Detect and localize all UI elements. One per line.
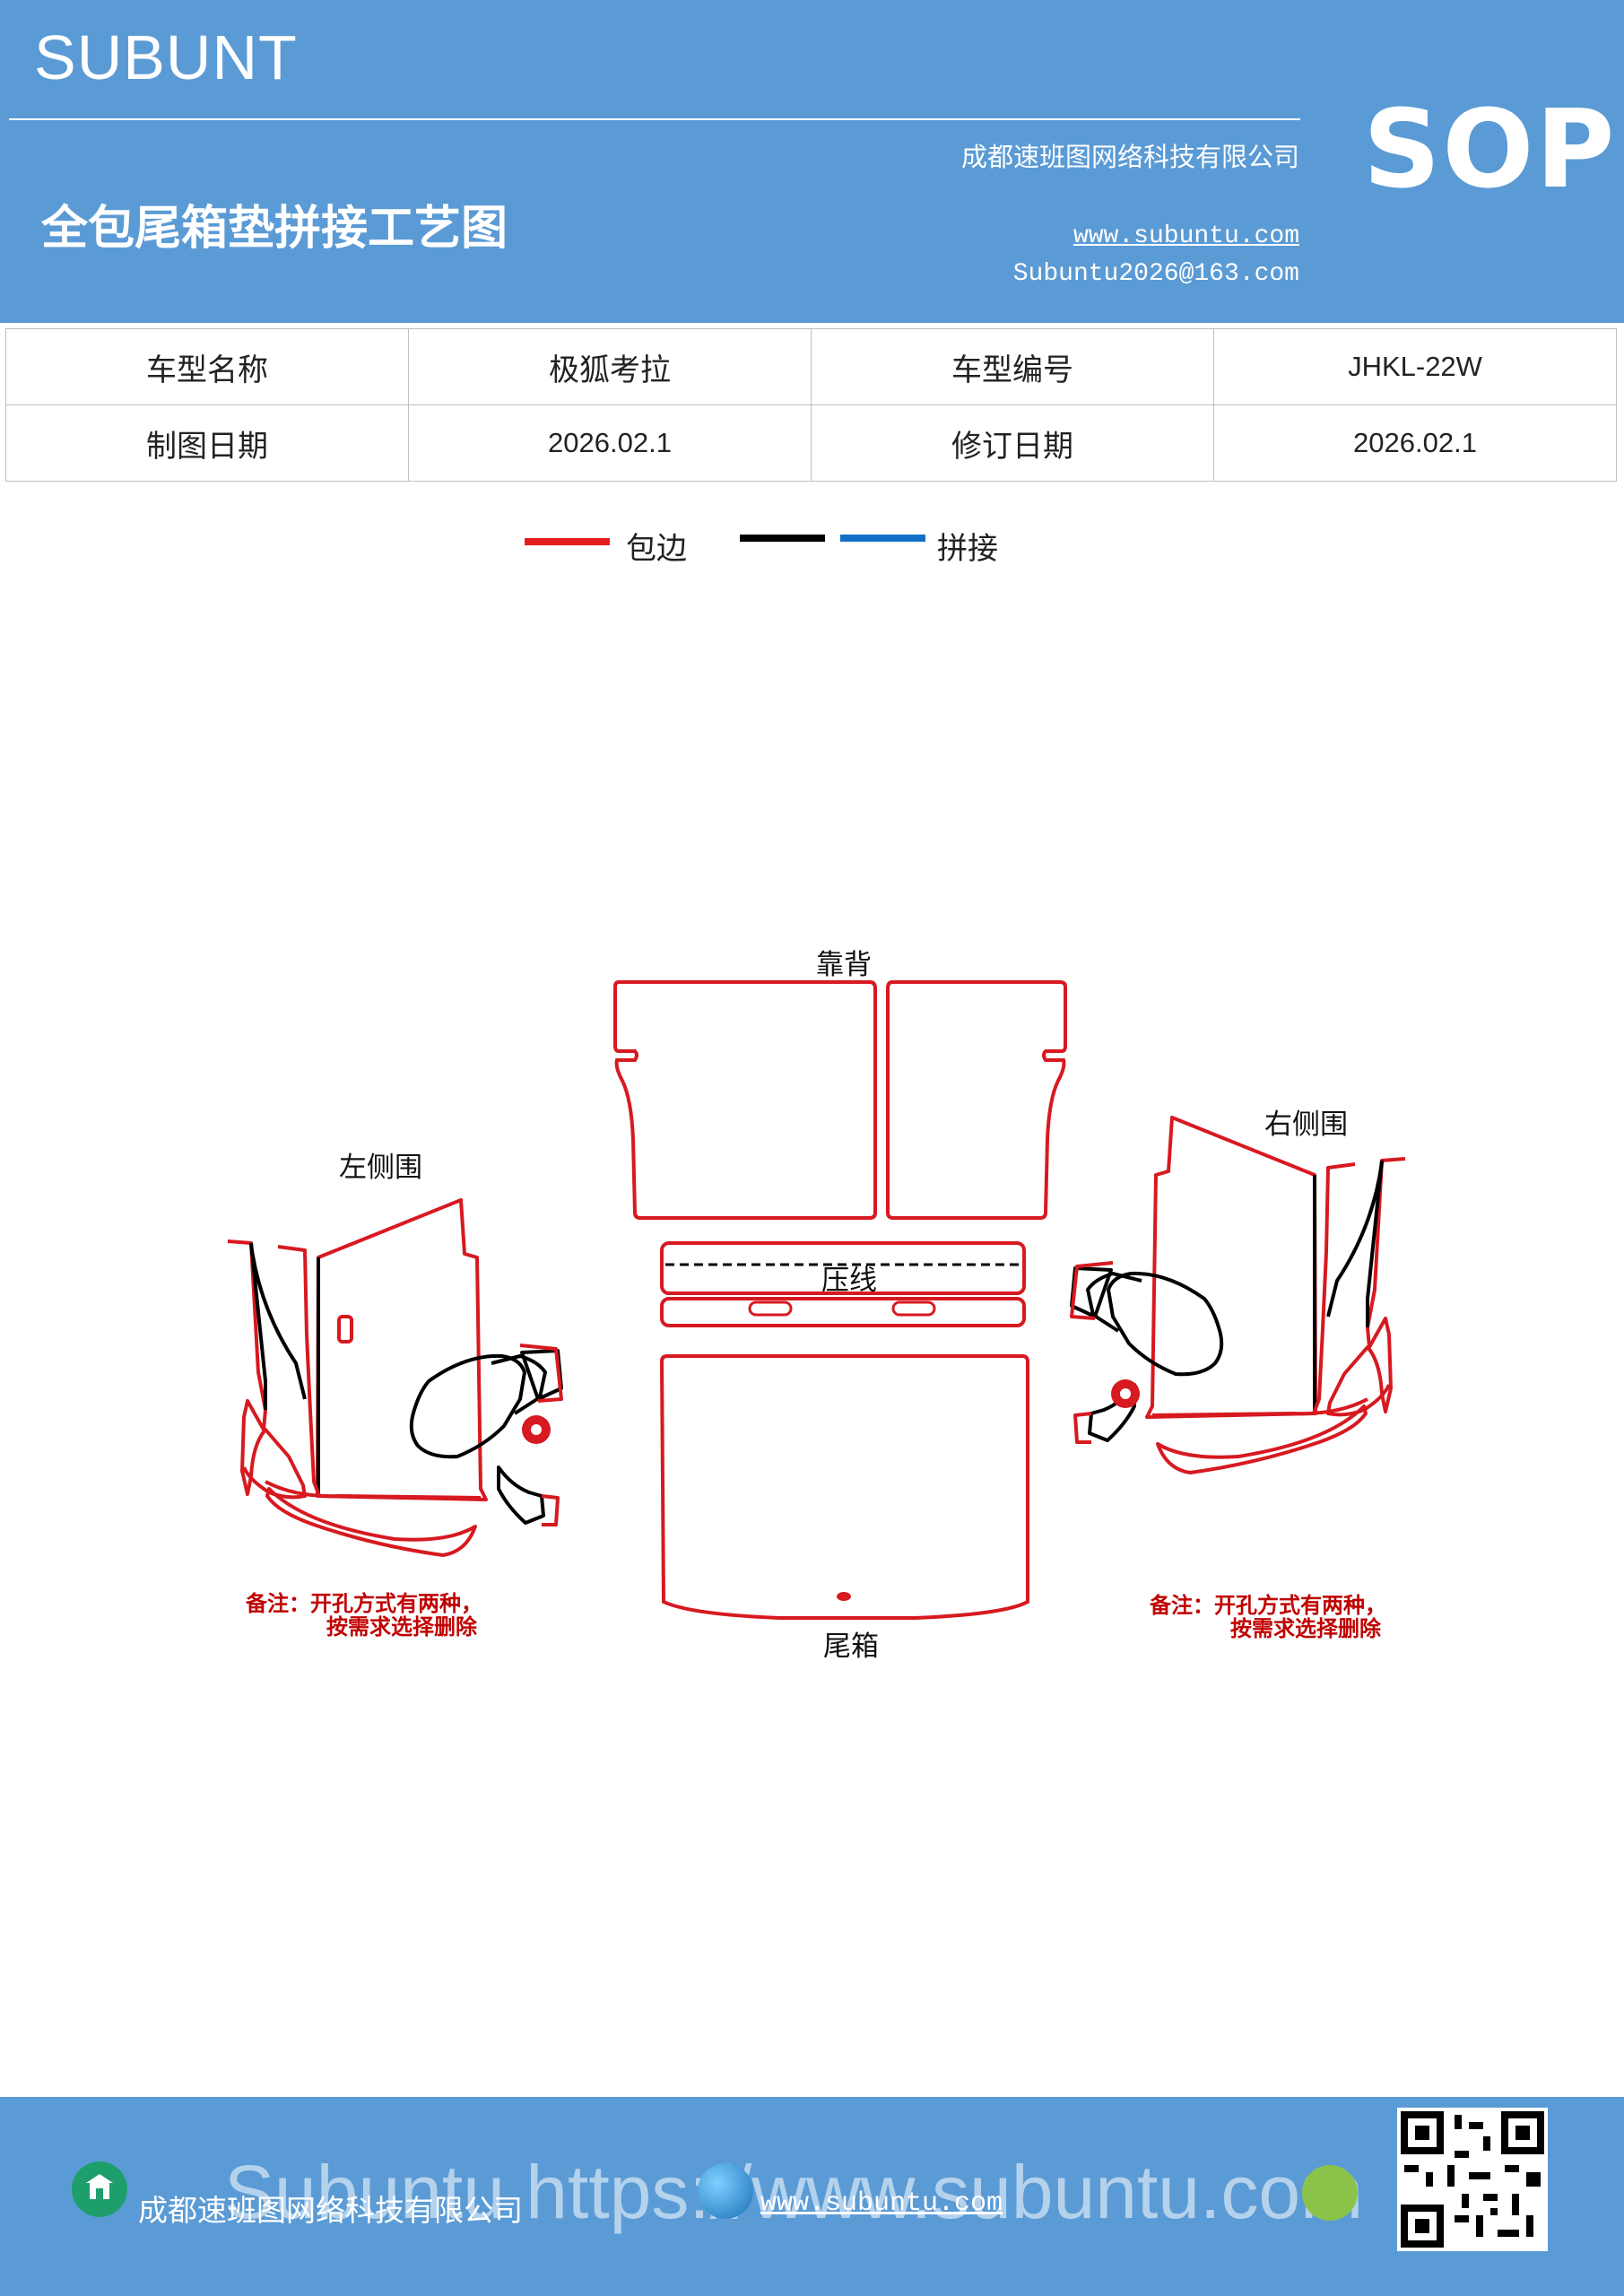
globe-icon bbox=[698, 2163, 753, 2219]
left-side-panel bbox=[227, 1198, 563, 1557]
model-name-label: 车型名称 bbox=[5, 328, 409, 405]
page-title: 全包尾箱垫拼接工艺图 bbox=[41, 202, 508, 256]
header-banner bbox=[0, 0, 1624, 323]
legend-black-swatch bbox=[740, 535, 825, 542]
label-trunk: 尾箱 bbox=[823, 1631, 879, 1663]
backrest-left-piece bbox=[613, 980, 877, 1220]
legend-edge-label: 包边 bbox=[626, 531, 687, 567]
note-right-line2: 按需求选择删除 bbox=[1230, 1616, 1382, 1641]
model-code-value: JHKL-22W bbox=[1213, 328, 1617, 405]
label-right-panel: 右侧围 bbox=[1264, 1109, 1348, 1141]
header-divider bbox=[9, 118, 1300, 120]
legend: 包边 拼接 bbox=[0, 520, 1624, 574]
model-code-label: 车型编号 bbox=[811, 328, 1214, 405]
draw-date-label: 制图日期 bbox=[5, 404, 409, 482]
email-link[interactable]: Subuntu2026@163.com bbox=[1012, 260, 1299, 288]
legend-seam-swatch bbox=[840, 535, 925, 542]
legend-seam-label: 拼接 bbox=[937, 531, 998, 567]
revision-date-label: 修订日期 bbox=[811, 404, 1214, 482]
note-left-line1: 备注：开孔方式有两种， bbox=[245, 1591, 482, 1616]
trunk-floor-piece bbox=[659, 1354, 1029, 1620]
note-left-line2: 按需求选择删除 bbox=[326, 1614, 478, 1639]
vehicle-info-table: 车型名称 极狐考拉 车型编号 JHKL-22W 制图日期 2026.02.1 修… bbox=[5, 328, 1617, 482]
footer-company: 成都速班图网络科技有限公司 bbox=[138, 2193, 523, 2228]
footer-watermark: Subuntu https://www.subuntu.com bbox=[224, 2150, 1364, 2234]
draw-date-value: 2026.02.1 bbox=[408, 404, 812, 482]
backrest-right-piece bbox=[886, 980, 1067, 1220]
label-left-panel: 左侧围 bbox=[339, 1152, 422, 1184]
website-link[interactable]: www.subuntu.com bbox=[1073, 222, 1299, 250]
hinge-strip bbox=[660, 1297, 1026, 1327]
footer-website-link[interactable]: www.subuntu.com bbox=[760, 2188, 1003, 2219]
label-backrest: 靠背 bbox=[816, 949, 872, 981]
note-right-line1: 备注：开孔方式有两种， bbox=[1149, 1593, 1386, 1618]
right-side-panel bbox=[1070, 1116, 1406, 1474]
table-row: 制图日期 2026.02.1 修订日期 2026.02.1 bbox=[5, 404, 1617, 482]
legend-edge-swatch bbox=[525, 538, 610, 545]
wechat-icon bbox=[1302, 2165, 1358, 2221]
building-icon bbox=[72, 2161, 127, 2217]
company-name: 成都速班图网络科技有限公司 bbox=[960, 142, 1299, 172]
model-name-value: 极狐考拉 bbox=[408, 328, 812, 405]
press-line-strip bbox=[660, 1241, 1026, 1295]
trunk-floor-hole bbox=[837, 1592, 851, 1601]
sop-badge: SOP bbox=[1363, 88, 1617, 213]
table-row: 车型名称 极狐考拉 车型编号 JHKL-22W bbox=[5, 328, 1617, 405]
slot-left bbox=[748, 1300, 793, 1317]
qr-code-icon bbox=[1397, 2108, 1548, 2251]
slot-right bbox=[891, 1300, 936, 1317]
revision-date-value: 2026.02.1 bbox=[1213, 404, 1617, 482]
brand-logo-text: SUBUNT bbox=[34, 22, 298, 92]
